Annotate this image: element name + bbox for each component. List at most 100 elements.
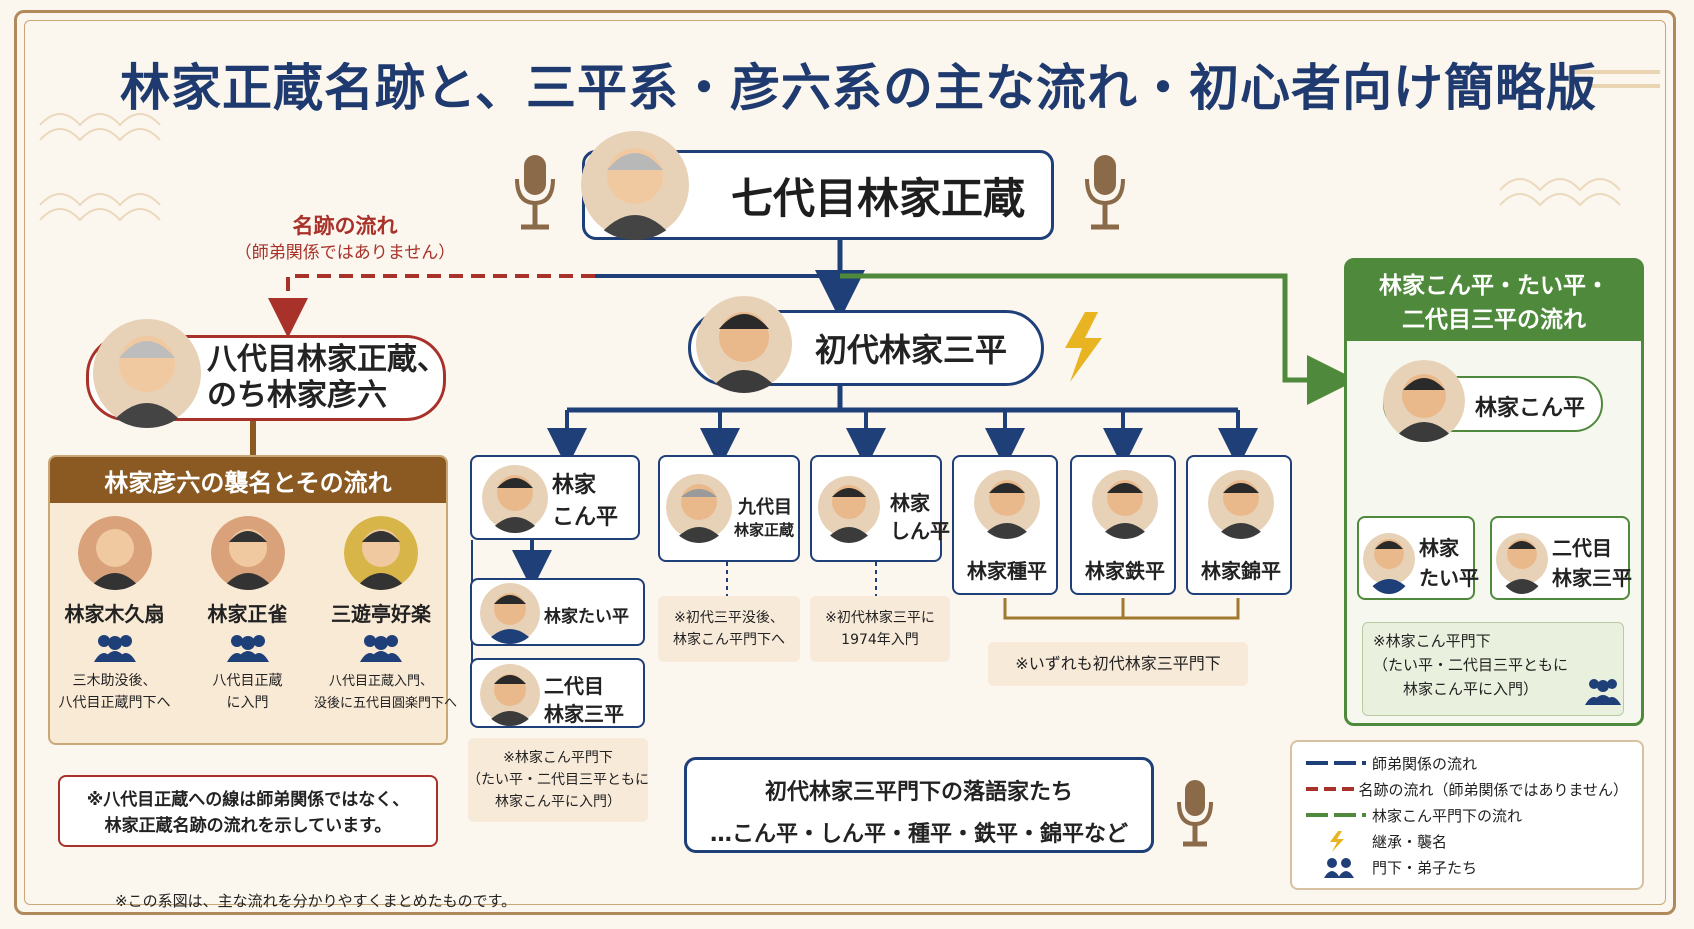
name-flow-sub: （師弟関係ではありません） <box>234 243 456 263</box>
kinpei-card[interactable]: 林家錦平 <box>1186 455 1292 595</box>
sanpei2-card[interactable]: 二代目 林家三平 <box>470 658 645 728</box>
inner-frame <box>24 20 1666 905</box>
taihei-card[interactable]: 林家たい平 <box>470 578 645 646</box>
shozo9-note-line2: 林家こん平門下へ <box>673 632 785 648</box>
avatar <box>666 471 732 543</box>
tanepei-card[interactable]: 林家種平 <box>952 455 1058 595</box>
avatar <box>1496 524 1548 594</box>
people-icon <box>227 632 269 662</box>
avatar <box>211 516 285 590</box>
right-note: ※林家こん平門下 （たい平・二代目三平ともに 林家こん平に入門） <box>1362 622 1624 716</box>
hikoroku-header: 林家彦六の襲名とその流れ <box>50 457 446 503</box>
root-name: 七代目林家正蔵 <box>730 173 1025 223</box>
shinpei-line1: 林家 <box>890 491 930 515</box>
microphone-icon <box>515 155 555 230</box>
legend-label: 継承・襲名 <box>1372 832 1448 851</box>
sanpei2-line2: 林家三平 <box>544 702 624 726</box>
wave-pattern-left <box>39 113 161 222</box>
member-kikuou[interactable]: 林家木久扇 三木助没後、 八代目正蔵門下へ <box>48 510 181 740</box>
hachidaime-line2: のち林家彦六 <box>207 378 387 413</box>
left-note-line1: ※八代目正蔵への線は師弟関係ではなく、 <box>86 790 410 810</box>
right-note-line3: 林家こん平に入門） <box>1403 680 1539 698</box>
legend: 師弟関係の流れ 名跡の流れ（師弟関係ではありません） 林家こん平門下の流れ 継承… <box>1290 740 1644 890</box>
konpei-line2: こん平 <box>552 505 619 530</box>
right-sanpei2-card[interactable]: 二代目 林家三平 <box>1490 516 1632 600</box>
shozo9-note: ※初代三平没後、 林家こん平門下へ <box>658 596 800 662</box>
member-note1: 八代目正蔵 <box>212 673 283 689</box>
wave-pattern-right <box>1499 178 1621 207</box>
legend-label: 名跡の流れ（師弟関係ではありません） <box>1358 780 1628 799</box>
avatar <box>1383 360 1465 442</box>
hikoroku-members: 林家木久扇 三木助没後、 八代目正蔵門下へ 林家正雀 八代目正蔵 に入門 三遊亭… <box>48 510 458 740</box>
green-flow-line <box>840 273 1357 405</box>
konpei-note-line3: 林家こん平に入門） <box>495 794 621 810</box>
member-name: 三遊亭好楽 <box>331 602 431 626</box>
shozo9-note-line1: ※初代三平没後、 <box>674 610 784 626</box>
legend-item: 継承・襲名 <box>1306 828 1628 854</box>
right-taihei-line1: 林家 <box>1419 536 1459 560</box>
avatar <box>1092 467 1158 539</box>
legend-label: 林家こん平門下の流れ <box>1372 806 1523 825</box>
sanpei2-line1: 二代目 <box>544 674 604 698</box>
member-note1: 八代目正蔵入門、 <box>328 674 433 689</box>
avatar <box>480 582 540 644</box>
left-note: ※八代目正蔵への線は師弟関係ではなく、 林家正蔵名跡の流れを示しています。 <box>58 775 438 847</box>
legend-label: 師弟関係の流れ <box>1372 754 1478 773</box>
people-icon <box>1585 675 1621 705</box>
right-panel-header: 林家こん平・たい平・ 二代目三平の流れ <box>1347 261 1641 341</box>
teppei-name: 林家鉄平 <box>1085 559 1165 583</box>
konpei-note-line2: （たい平・二代目三平ともに <box>467 772 649 788</box>
people-icon <box>94 632 136 662</box>
legend-swatch <box>1306 761 1366 765</box>
konpei-note: ※林家こん平門下 （たい平・二代目三平ともに 林家こん平に入門） <box>467 738 649 822</box>
kinpei-name: 林家錦平 <box>1201 559 1281 583</box>
member-name: 林家木久扇 <box>64 602 165 626</box>
teppei-card[interactable]: 林家鉄平 <box>1070 455 1176 595</box>
avatar <box>92 318 202 428</box>
konpei-card[interactable]: 林家 こん平 <box>470 455 640 540</box>
avatar <box>695 295 793 393</box>
hachidaime-line1: 八代目林家正蔵、 <box>207 342 447 377</box>
footer-note: ※この系図は、主な流れを分かりやすくまとめたものです。 <box>115 892 517 910</box>
lightning-icon <box>1330 831 1344 852</box>
center-box: 初代林家三平門下の落語家たち …こん平・しん平・種平・鉄平・錦平など <box>684 757 1154 853</box>
right-sanpei2-line2: 林家三平 <box>1552 566 1632 590</box>
shozo9-line1: 九代目 <box>738 497 792 518</box>
konpei-line1: 林家 <box>552 473 597 498</box>
people-icon <box>360 632 402 662</box>
shinpei-line2: しん平 <box>890 519 950 543</box>
member-note2: に入門 <box>226 695 269 711</box>
avatar <box>580 130 690 240</box>
avatar <box>818 471 880 543</box>
name-flow-line <box>268 274 595 338</box>
outer-frame <box>14 10 1676 915</box>
member-note2: 八代目正蔵門下へ <box>58 695 171 711</box>
avatar <box>344 516 418 590</box>
member-shojaku[interactable]: 林家正雀 八代目正蔵 に入門 <box>181 510 314 740</box>
taihei-name: 林家たい平 <box>544 607 629 627</box>
member-note2: 没後に五代目圓楽門下へ <box>314 696 458 711</box>
member-koraku[interactable]: 三遊亭好楽 八代目正蔵入門、 没後に五代目圓楽門下へ <box>314 510 458 740</box>
legend-item: 門下・弟子たち <box>1306 854 1628 880</box>
hikoroku-panel: 林家彦六の襲名とその流れ <box>48 455 448 745</box>
center-line1: 初代林家三平門下の落語家たち <box>764 780 1073 805</box>
right-header-line2: 二代目三平の流れ <box>1402 307 1586 333</box>
group-bracket <box>1003 598 1240 620</box>
tanepei-name: 林家種平 <box>967 559 1047 583</box>
member-note1: 三木助没後、 <box>72 673 157 689</box>
avatar <box>974 467 1040 539</box>
avatar <box>1208 467 1274 539</box>
page-title: 林家正蔵名跡と、三平系・彦六系の主な流れ・初心者向け簡略版 <box>120 59 1597 117</box>
shinpei-note: ※初代林家三平に 1974年入門 <box>810 596 950 662</box>
avatar <box>480 662 540 726</box>
legend-item: 師弟関係の流れ <box>1306 750 1628 776</box>
right-taihei-card[interactable]: 林家 たい平 <box>1357 516 1479 600</box>
cloud-stripe <box>1570 70 1660 88</box>
group-note: ※いずれも初代林家三平門下 <box>988 642 1248 686</box>
konpei-note-line1: ※林家こん平門下 <box>503 750 613 766</box>
legend-item: 名跡の流れ（師弟関係ではありません） <box>1306 776 1628 802</box>
shozo9-card[interactable]: 九代目 林家正蔵 <box>658 455 800 562</box>
avatar <box>1363 524 1415 594</box>
shinpei-card[interactable]: 林家 しん平 <box>810 455 950 562</box>
center-line2: …こん平・しん平・種平・鉄平・錦平など <box>709 822 1128 847</box>
